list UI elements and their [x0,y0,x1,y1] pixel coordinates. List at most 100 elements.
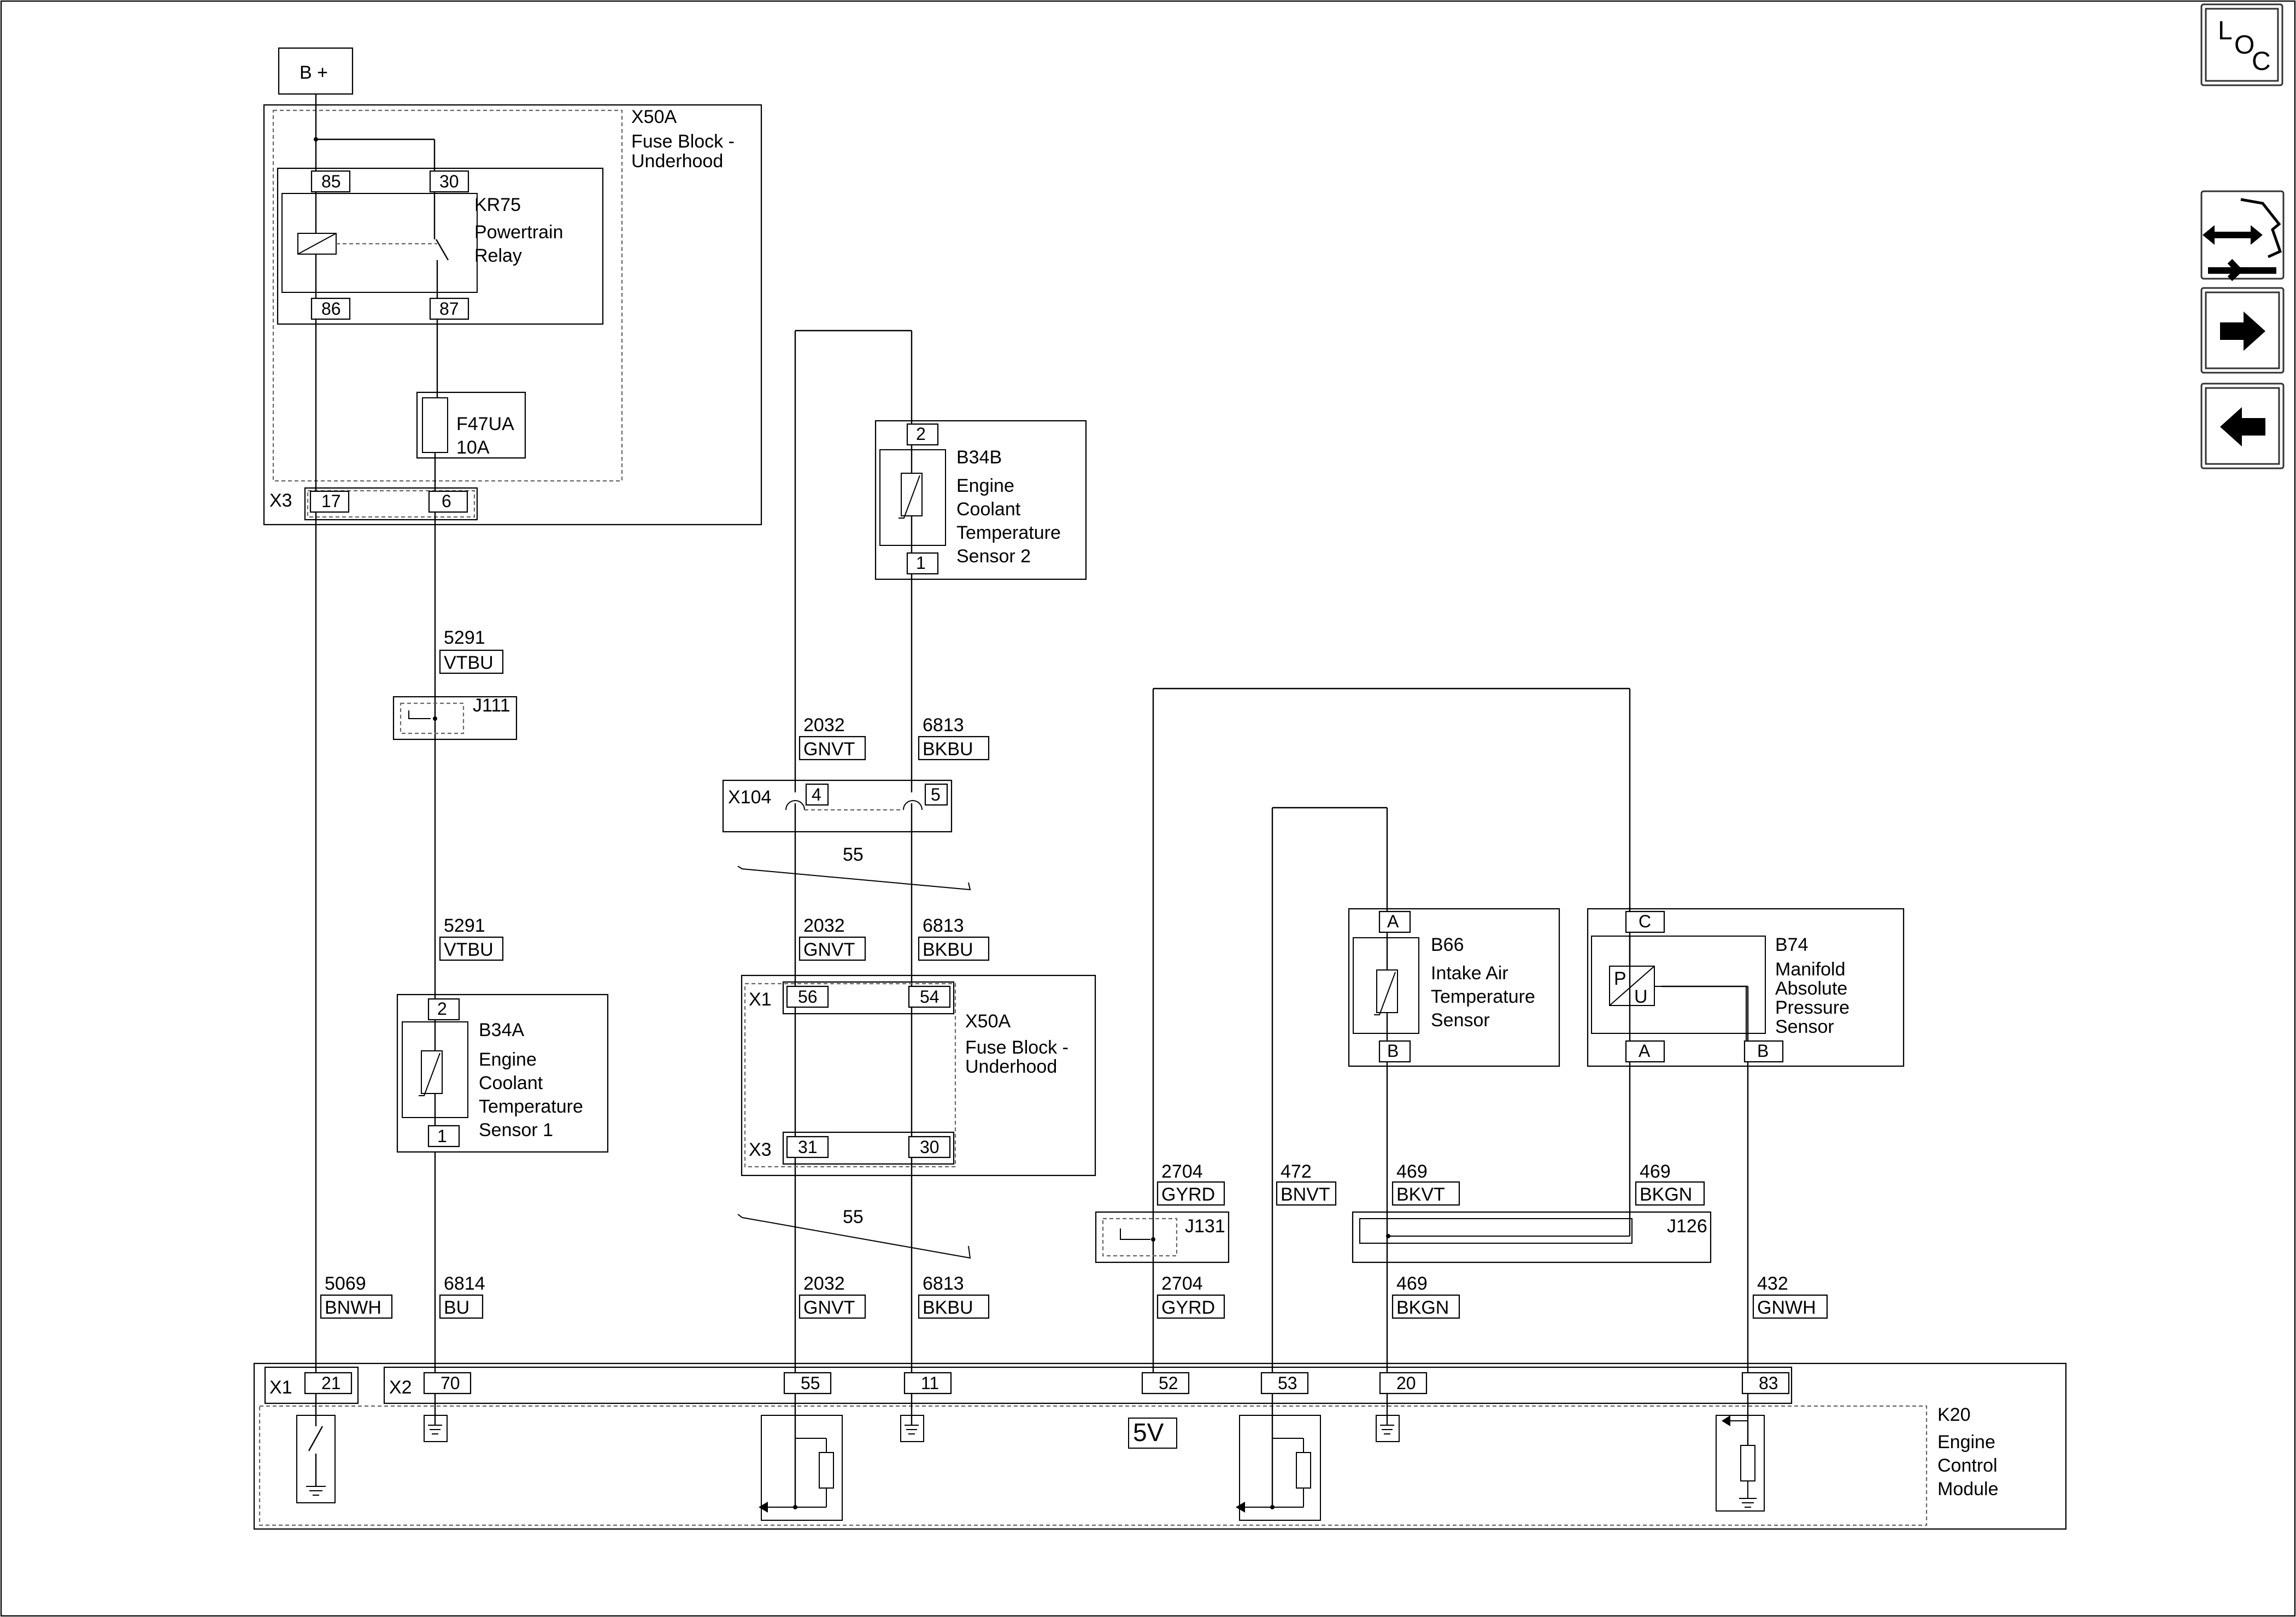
wire-color: BKGN [1640,1184,1692,1205]
b66-pin-b: B [1387,1041,1399,1061]
circuit-number: 5291 [444,915,485,936]
fuse-block-mid-name-2: Underhood [965,1056,1057,1077]
fuse-block-top: X50A Fuse Block - Underhood X3 17 6 [263,104,762,526]
b34a-name-3: Temperature [479,1096,583,1117]
wire-color: GNVT [803,739,855,760]
ecm-id: K20 [1937,1404,1971,1425]
sensor-b34a: 2 1 B34A Engine Coolant Temperature Sens… [396,993,609,1153]
b34a-name-1: Engine [479,1049,537,1070]
b66-name-1: Intake Air [1431,963,1508,984]
harness-break-1: 55 [737,844,971,891]
signal-input-circuit-icon [759,1393,843,1521]
circuit-number: 2032 [803,915,845,936]
circuit-432: 432 GNWH [1752,1273,1828,1319]
relay-name-2: Relay [474,245,522,266]
b34b-name-3: Temperature [956,522,1061,543]
x1-pin-56: 56 [798,987,818,1007]
splice-j126: J126 [1352,1211,1712,1263]
wire-color: GNVT [803,939,855,960]
relay-switch-icon [435,239,449,261]
fuse-block-mid-x3: X3 [749,1139,772,1160]
wire-color: GYRD [1161,1297,1215,1318]
b74-pin-c: C [1639,912,1651,931]
b66-name-3: Sensor [1431,1010,1490,1031]
wire-color: BU [444,1297,469,1318]
b74-name-3: Pressure [1775,997,1849,1018]
wire-color: GNWH [1757,1297,1816,1318]
circuit-number: 6814 [444,1273,485,1294]
ecm-5v-reference: 5V [1133,1418,1164,1447]
circuit-number: 5291 [444,627,485,648]
ecm-connector-x1: X1 [269,1377,292,1398]
ecm-pin-21: 21 [321,1373,341,1393]
harness-break-2: 55 [737,1207,971,1259]
next-button[interactable] [2200,287,2285,374]
b74-symbol-p: P [1614,968,1626,989]
circuit-5069: 5069 BNWH [320,1273,393,1319]
connector-end-view-button[interactable] [2200,190,2285,281]
connector-end-view-icon [2203,198,2282,281]
circuit-number: 6813 [923,1273,964,1294]
location-button[interactable]: L O C [2200,3,2283,86]
back-button[interactable] [2200,383,2285,469]
pin-x3-6: 6 [442,491,451,511]
fuse-block-mid-id: X50A [965,1011,1011,1032]
ecm-pin-20: 20 [1396,1373,1416,1393]
b34a-pin-2: 2 [437,999,447,1019]
ecm-pin-55: 55 [801,1373,820,1393]
fuse-block-top-name-1: Fuse Block - [631,131,735,152]
b74-id: B74 [1775,934,1808,955]
wire-color: VTBU [444,652,494,673]
circuit-number: 2032 [803,715,845,736]
ecm-name-2: Control [1937,1455,1998,1476]
wire-color: VTBU [444,939,494,960]
circuit-6814: 6814 BU [439,1273,485,1319]
circuit-number: 469 [1396,1273,1428,1294]
relay-pin-85: 85 [321,172,341,191]
ecm-pin-70: 70 [441,1373,460,1393]
circuit-469-b: 469 BKGN [1635,1161,1705,1206]
circuit-2704-a: 2704 GYRD [1156,1161,1225,1206]
b74-name-2: Absolute [1775,978,1847,999]
ecm-pin-52: 52 [1159,1373,1178,1393]
circuit-469-a: 469 BKVT [1391,1161,1460,1206]
thermistor-icon [901,473,923,516]
circuit-6813-c: 6813 BKBU [918,1273,990,1319]
x3-pin-30: 30 [920,1137,939,1157]
x104-id: X104 [728,787,771,808]
b34b-name-2: Coolant [956,499,1021,520]
b74-name-1: Manifold [1775,959,1846,980]
ecm-pin-53: 53 [1278,1373,1297,1393]
b66-id: B66 [1431,934,1464,955]
ecm-connector-x2: X2 [389,1377,412,1398]
circuit-2704-b: 2704 GYRD [1156,1273,1225,1319]
loc-letter-c: C [2252,47,2271,76]
thermistor-icon [1376,969,1398,1013]
wire-color: BKVT [1396,1184,1445,1205]
sensor-b74: P U C A B B74 Manifold Absolute Pressure… [1587,908,1905,1067]
relay-name-1: Powertrain [474,222,563,243]
wire-color: GNVT [803,1297,855,1318]
b66-pin-a: A [1387,912,1399,931]
arrow-right-icon [2220,311,2265,351]
loc-letter-l: L [2218,16,2233,45]
battery-supply: B + [278,47,354,95]
circuit-number: 5069 [325,1273,366,1294]
b74-pin-b: B [1757,1041,1769,1061]
b34a-pin-1: 1 [437,1126,447,1146]
circuit-6813-b: 6813 BKBU [918,915,990,961]
wire-color: GYRD [1161,1184,1215,1205]
fuse-f47ua: F47UA 10A [416,391,526,459]
fuse-id: F47UA [456,414,514,434]
wire-color: BNVT [1281,1184,1330,1205]
engine-control-module: X1 21 X2 70 55 11 52 53 20 83 K20 Engine… [253,1362,2067,1530]
wire-color: BKBU [923,939,973,960]
ecm-pin-83: 83 [1759,1373,1778,1393]
b74-name-4: Sensor [1775,1016,1834,1037]
splice-j126-label: J126 [1667,1216,1707,1237]
ground-icon [424,1393,448,1442]
b66-name-2: Temperature [1431,986,1535,1007]
fuse-rating: 10A [456,437,490,458]
harness-break-label: 55 [843,844,864,865]
